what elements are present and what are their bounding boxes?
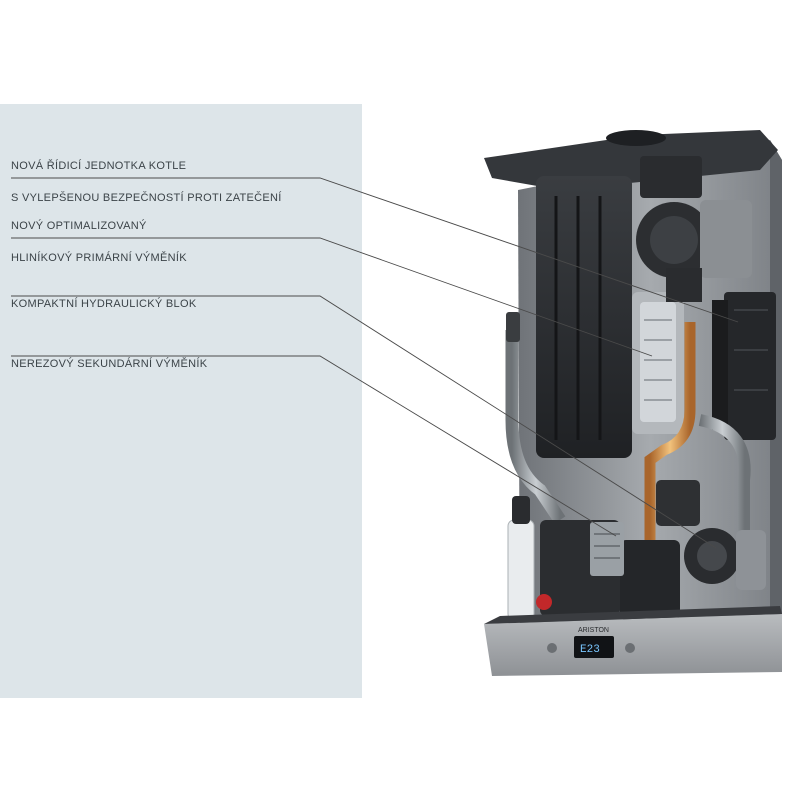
callout-primary-exchanger: NOVÝ OPTIMALIZOVANÝ HLINÍKOVÝ PRIMÁRNÍ V…: [11, 202, 187, 282]
leader-lines: [11, 177, 739, 549]
callout-control-unit: NOVÁ ŘÍDICÍ JEDNOTKA KOTLE S VYLEPŠENOU …: [11, 142, 282, 222]
leader-hydraulic-block: [11, 295, 717, 549]
condensate-siphon: [507, 496, 552, 621]
callout-secondary-exchanger: NEREZOVÝ SEKUNDÁRNÍ VÝMĚNÍK: [11, 340, 207, 388]
callout-hydraulic-block: KOMPAKTNÍ HYDRAULICKÝ BLOK: [11, 280, 196, 328]
callout-hydraulic-block-line-1: KOMPAKTNÍ HYDRAULICKÝ BLOK: [11, 298, 197, 310]
combustion-hood: [536, 156, 752, 458]
display-screen: [574, 636, 614, 658]
callout-secondary-exchanger-line-1: NEREZOVÝ SEKUNDÁRNÍ VÝMĚNÍK: [11, 358, 208, 370]
front-control-panel: [484, 606, 782, 676]
label-panel: [0, 104, 362, 698]
display-readout: E23: [580, 644, 600, 656]
callout-primary-exchanger-line-2: HLINÍKOVÝ PRIMÁRNÍ VÝMĚNÍK: [11, 252, 187, 264]
leader-primary-exchanger: [11, 237, 653, 357]
leader-secondary-exchanger: [11, 355, 617, 537]
knob-right-icon[interactable]: [625, 643, 635, 653]
control-unit: [666, 268, 776, 440]
callout-control-unit-line-1: NOVÁ ŘÍDICÍ JEDNOTKA KOTLE: [11, 160, 187, 172]
primary-heat-exchanger: [632, 292, 684, 434]
brand-logo-text: ARISTON: [578, 627, 609, 634]
knob-left-icon[interactable]: [547, 643, 557, 653]
leader-control-unit: [11, 177, 739, 323]
callout-primary-exchanger-line-1: NOVÝ OPTIMALIZOVANÝ: [11, 220, 147, 232]
pump: [684, 528, 766, 590]
callout-control-unit-line-2: S VYLEPŠENOU BEZPEČNOSTÍ PROTI ZATEČENÍ: [11, 192, 282, 204]
